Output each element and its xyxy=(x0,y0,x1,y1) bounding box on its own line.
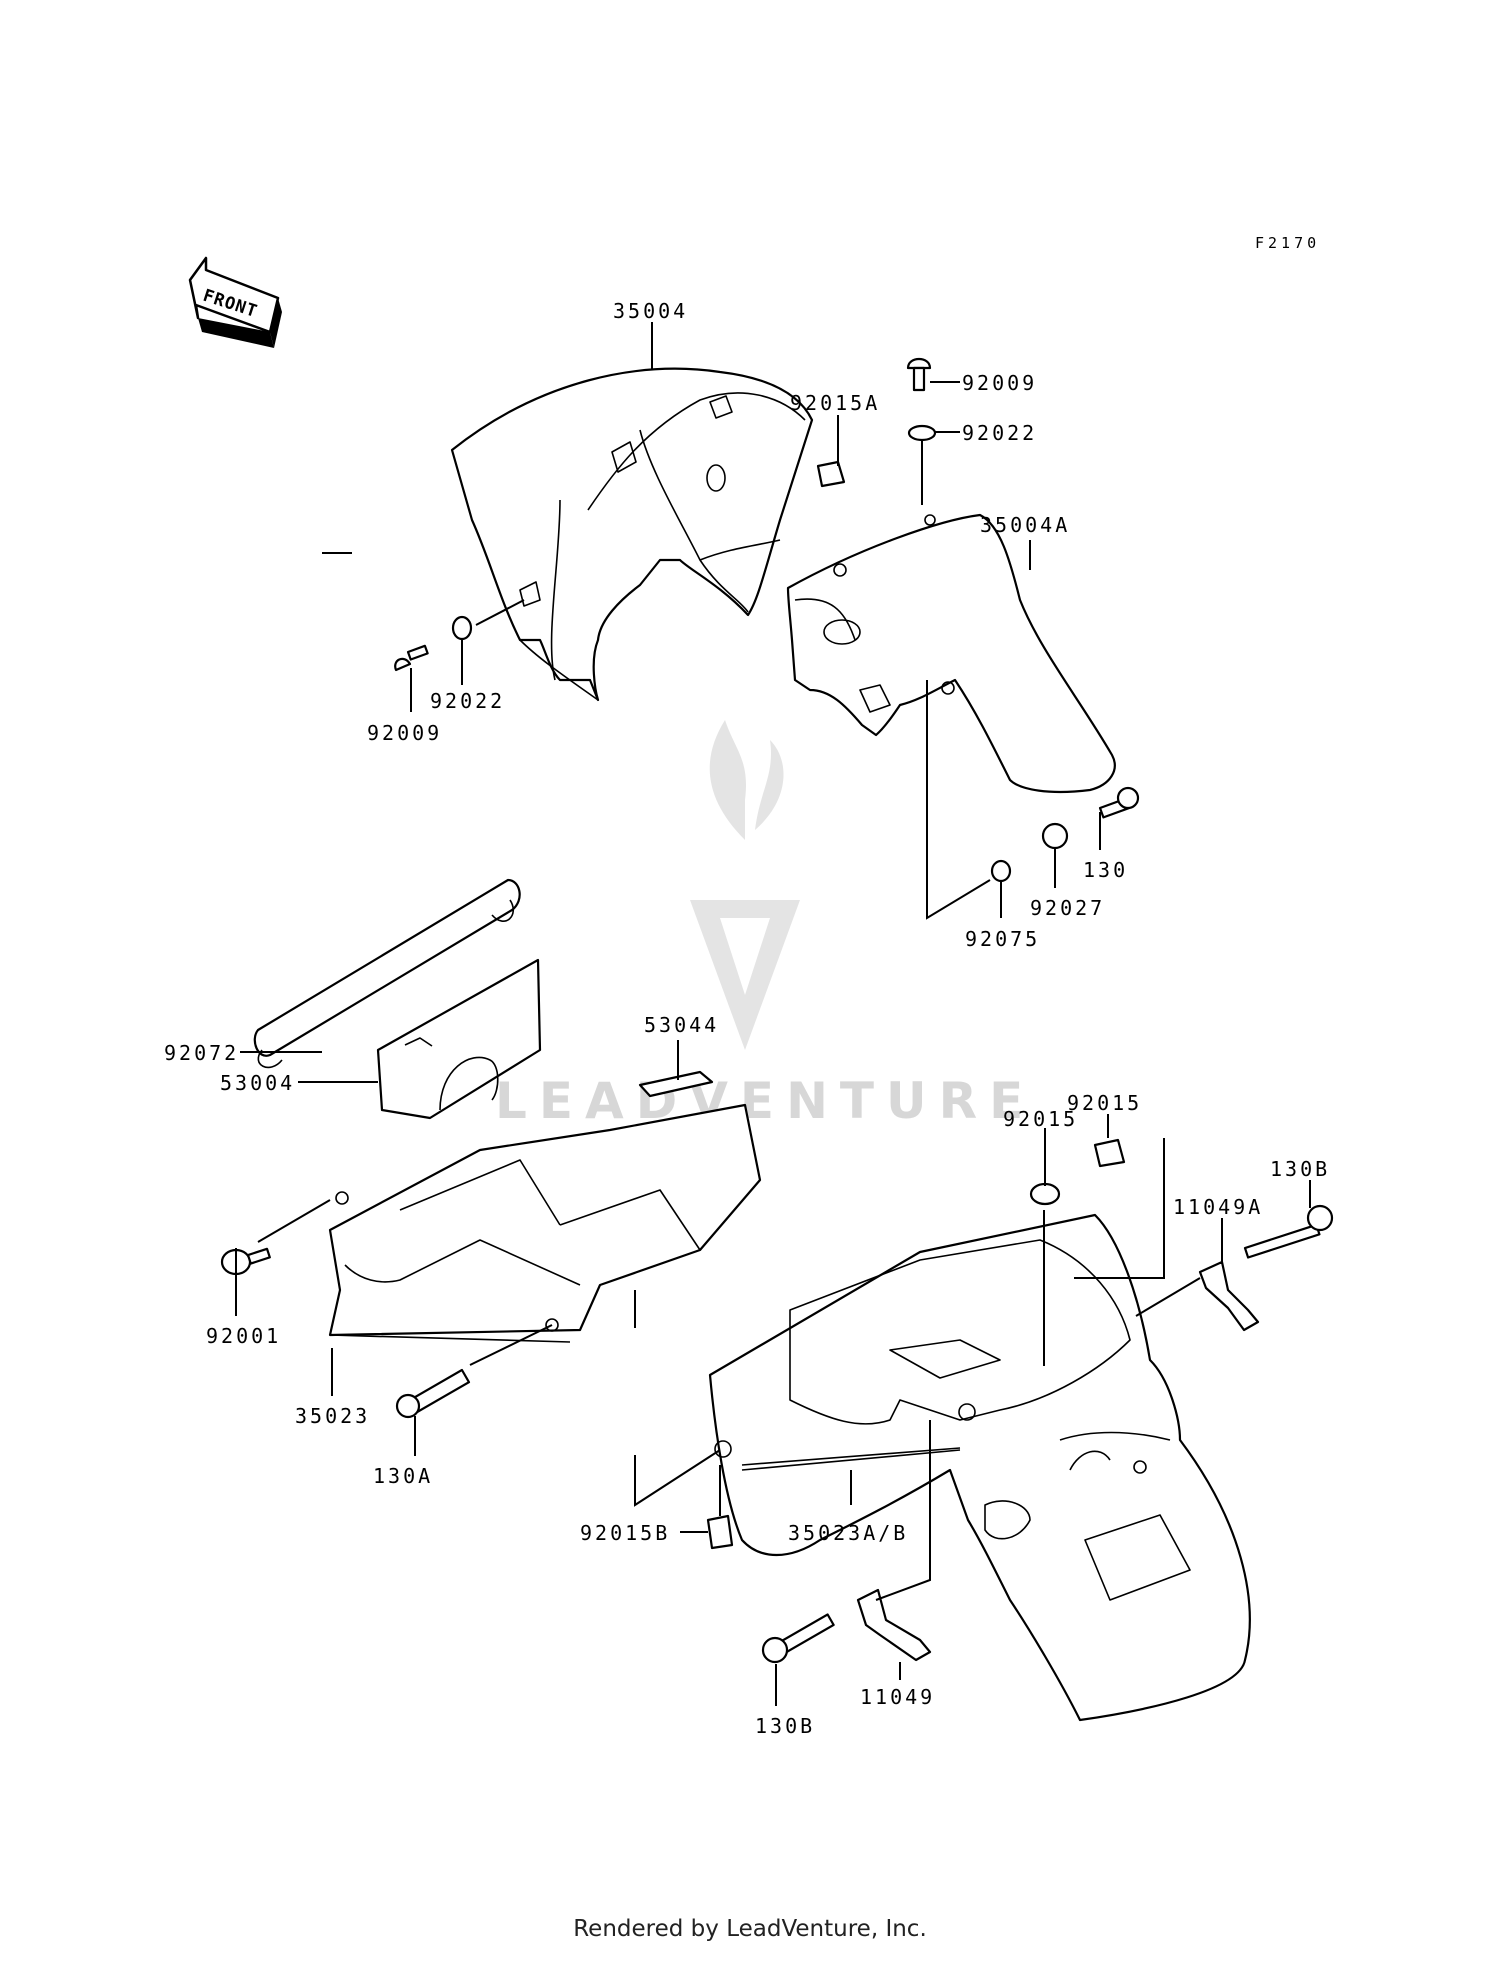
callout-35023: 35023 xyxy=(295,1404,370,1428)
tray-35023 xyxy=(328,1103,762,1343)
bolt-130B-lower xyxy=(761,1613,835,1664)
washer-92075 xyxy=(990,859,1012,883)
clip-92015A xyxy=(816,460,846,488)
callout-130: 130 xyxy=(1083,858,1128,882)
leadventure-watermark: LEADVENTURE xyxy=(495,720,1035,1130)
nut-92001 xyxy=(220,1247,271,1276)
callout-11049A: 11049A xyxy=(1173,1195,1263,1219)
callout-92009-left: 92009 xyxy=(367,721,442,745)
callout-35004A: 35004A xyxy=(980,513,1070,537)
front-arrow-icon: FRONT xyxy=(188,256,282,348)
callout-130A: 130A xyxy=(373,1464,433,1488)
callout-92022-top: 92022 xyxy=(962,421,1037,445)
callout-92001: 92001 xyxy=(206,1324,281,1348)
callout-92075: 92075 xyxy=(965,927,1040,951)
washer-92022-left xyxy=(451,615,473,641)
rear-fender-35023AB xyxy=(708,1213,1251,1722)
render-credit: Rendered by LeadVenture, Inc. xyxy=(573,1916,927,1942)
nut-92027 xyxy=(1041,822,1069,850)
callout-92015A: 92015A xyxy=(790,391,880,415)
callout-35023AB: 35023A/B xyxy=(788,1521,908,1545)
front-fender-35004A xyxy=(786,513,1116,794)
callout-92009-top: 92009 xyxy=(962,371,1037,395)
callout-35004: 35004 xyxy=(613,299,688,323)
clip-92015-left xyxy=(1029,1182,1061,1206)
bolt-130 xyxy=(1098,786,1140,819)
front-fender-35004 xyxy=(450,367,814,702)
bolt-92009-left xyxy=(394,644,429,672)
strap-92072 xyxy=(253,878,521,1069)
callout-92015-right: 92015 xyxy=(1067,1091,1142,1115)
bracket-11049 xyxy=(856,1588,932,1662)
callout-92015-left: 92015 xyxy=(1003,1107,1078,1131)
bolt-130A xyxy=(395,1368,471,1419)
cover-53004 xyxy=(376,958,542,1120)
clip-92015B xyxy=(706,1514,734,1550)
watermark-text: LEADVENTURE xyxy=(495,1072,1035,1130)
diagram-code: F2170 xyxy=(1255,234,1320,252)
callout-92027: 92027 xyxy=(1030,896,1105,920)
callout-11049: 11049 xyxy=(860,1685,935,1709)
clip-92015-right xyxy=(1093,1138,1126,1168)
bracket-11049A xyxy=(1198,1260,1260,1332)
bolt-92009-top xyxy=(906,357,932,392)
callout-labels: 35004 92015A 92009 92022 35004A 92022 92… xyxy=(164,299,1330,1738)
callout-92022-left: 92022 xyxy=(430,689,505,713)
callout-130B-lower: 130B xyxy=(755,1714,815,1738)
leader-lines xyxy=(235,322,1311,1706)
callout-130B-right: 130B xyxy=(1270,1157,1330,1181)
callout-92015B: 92015B xyxy=(580,1521,670,1545)
washer-92022-top xyxy=(907,424,937,442)
bolt-130B-right xyxy=(1243,1204,1334,1259)
callout-53044: 53044 xyxy=(644,1013,719,1037)
callout-53004: 53004 xyxy=(220,1071,295,1095)
pad-53044 xyxy=(638,1070,714,1098)
callout-92072: 92072 xyxy=(164,1041,239,1065)
